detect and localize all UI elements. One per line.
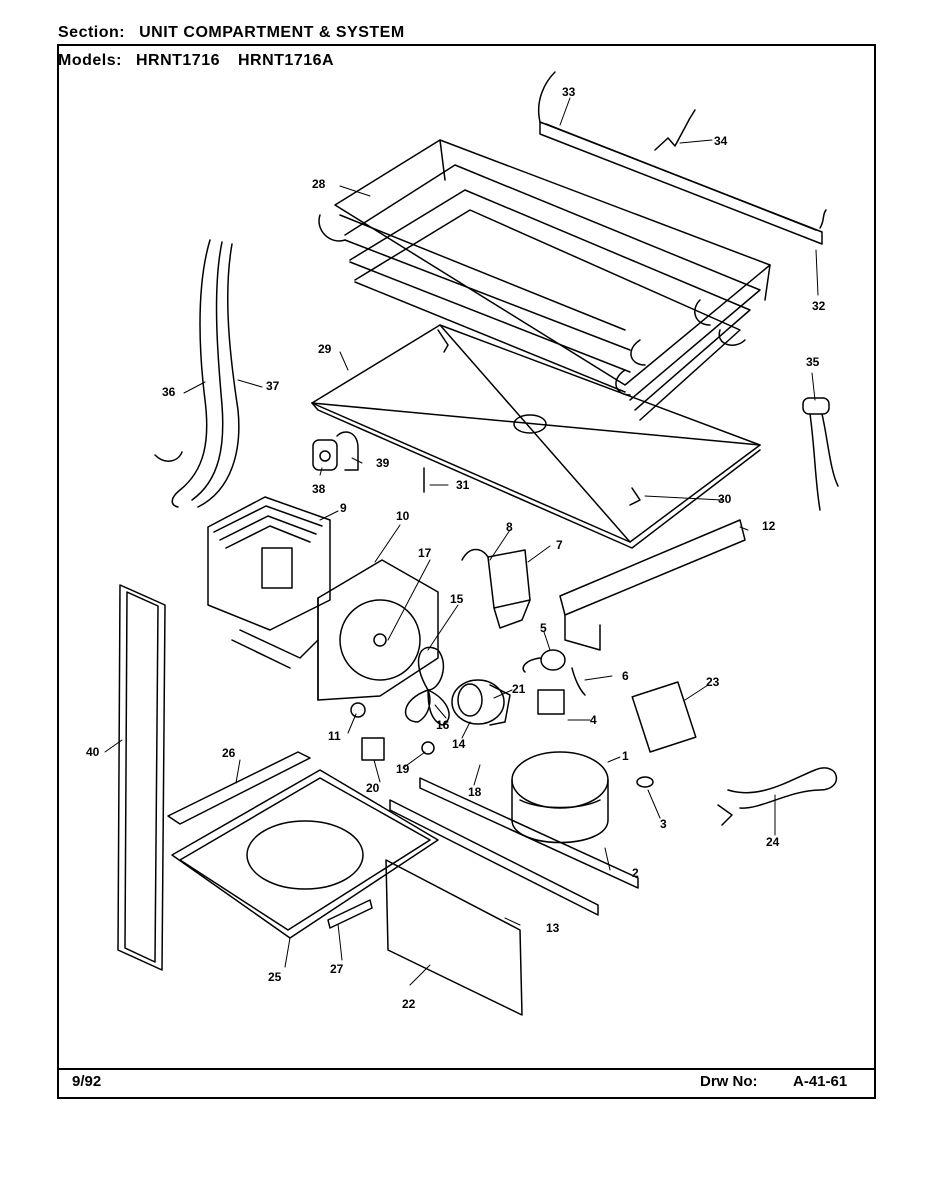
callout-25: 25 [268, 970, 282, 984]
callout-33: 33 [562, 85, 576, 99]
part-bracket [312, 431, 359, 471]
callout-30: 30 [718, 492, 732, 506]
part-overload [537, 689, 565, 715]
callout-13: 13 [546, 921, 560, 935]
callout-14: 14 [452, 737, 466, 751]
callout-27: 27 [330, 962, 344, 976]
section-value: UNIT COMPARTMENT & SYSTEM [139, 24, 405, 41]
footer-drawing-number: A-41-61 [793, 1073, 848, 1090]
part-tube-bracket [522, 519, 746, 696]
callout-8: 8 [506, 520, 513, 534]
models-key: Models: [58, 52, 122, 69]
callout-6: 6 [622, 669, 629, 683]
part-condenser-coil [318, 139, 771, 421]
callout-2: 2 [632, 866, 639, 880]
callout-12: 12 [762, 519, 776, 533]
part-base-pan [167, 751, 439, 939]
callout-22: 22 [402, 997, 416, 1011]
callout-26: 26 [222, 746, 236, 760]
part-harness [802, 397, 839, 511]
part-compressor [511, 751, 609, 844]
part-tubing [154, 239, 240, 508]
callout-10: 10 [396, 509, 410, 523]
part-side-panel [117, 584, 166, 971]
callout-35: 35 [806, 355, 820, 369]
part-power-cord [717, 767, 837, 826]
part-grommet-small [421, 741, 435, 755]
part-drain-pan [311, 324, 761, 549]
part-plug [350, 702, 366, 718]
models-header: Models: HRNT1716 HRNT1716A [58, 52, 352, 70]
callout-24: 24 [766, 835, 780, 849]
section-key: Section: [58, 24, 126, 41]
callout-9: 9 [340, 501, 347, 515]
part-fan-motor [451, 679, 511, 726]
callout-39: 39 [376, 456, 390, 470]
callout-11: 11 [328, 729, 341, 743]
callout-38: 38 [312, 482, 326, 496]
callout-4: 4 [590, 713, 597, 727]
footer-divider [57, 1068, 876, 1070]
model-1: HRNT1716 [135, 52, 220, 69]
callout-32: 32 [812, 299, 826, 313]
part-timer [631, 681, 697, 753]
callout-15: 15 [450, 592, 464, 606]
callout-20: 20 [366, 781, 380, 795]
part-capacitor [361, 737, 385, 761]
callout-23: 23 [706, 675, 720, 689]
part-access-panel [385, 859, 523, 1016]
part-strip [327, 899, 373, 929]
callout-3: 3 [660, 817, 667, 831]
part-relay [461, 548, 531, 629]
callout-1: 1 [622, 749, 629, 763]
section-header: Section: UNIT COMPARTMENT & SYSTEM [58, 24, 405, 42]
callout-28: 28 [312, 177, 326, 191]
callout-19: 19 [396, 762, 410, 776]
callout-34: 34 [714, 134, 728, 148]
callout-labels: 1 2 3 4 5 6 7 8 9 10 11 12 13 14 15 16 1… [86, 85, 826, 1011]
part-compressor-rail [389, 777, 639, 916]
callout-21: 21 [512, 682, 526, 696]
callout-29: 29 [318, 342, 332, 356]
footer-drawing-key: Drw No: [700, 1073, 758, 1090]
part-fan-blade [404, 646, 450, 726]
callout-7: 7 [556, 538, 563, 552]
callout-18: 18 [468, 785, 482, 799]
callout-36: 36 [162, 385, 176, 399]
callout-5: 5 [540, 621, 547, 635]
callout-40: 40 [86, 745, 100, 759]
model-2: HRNT1716A [237, 52, 335, 69]
callout-17: 17 [418, 546, 432, 560]
callout-16: 16 [436, 718, 450, 732]
part-grommet [636, 776, 654, 788]
callout-37: 37 [266, 379, 280, 393]
part-evaporator-coil [207, 496, 331, 669]
leader-lines [104, 97, 819, 986]
callout-31: 31 [456, 478, 470, 492]
diagram-frame [57, 44, 876, 1099]
part-fan-shroud [317, 559, 439, 701]
part-clip [654, 109, 696, 151]
footer-date: 9/92 [72, 1073, 102, 1090]
part-mounting-rail [538, 71, 827, 245]
